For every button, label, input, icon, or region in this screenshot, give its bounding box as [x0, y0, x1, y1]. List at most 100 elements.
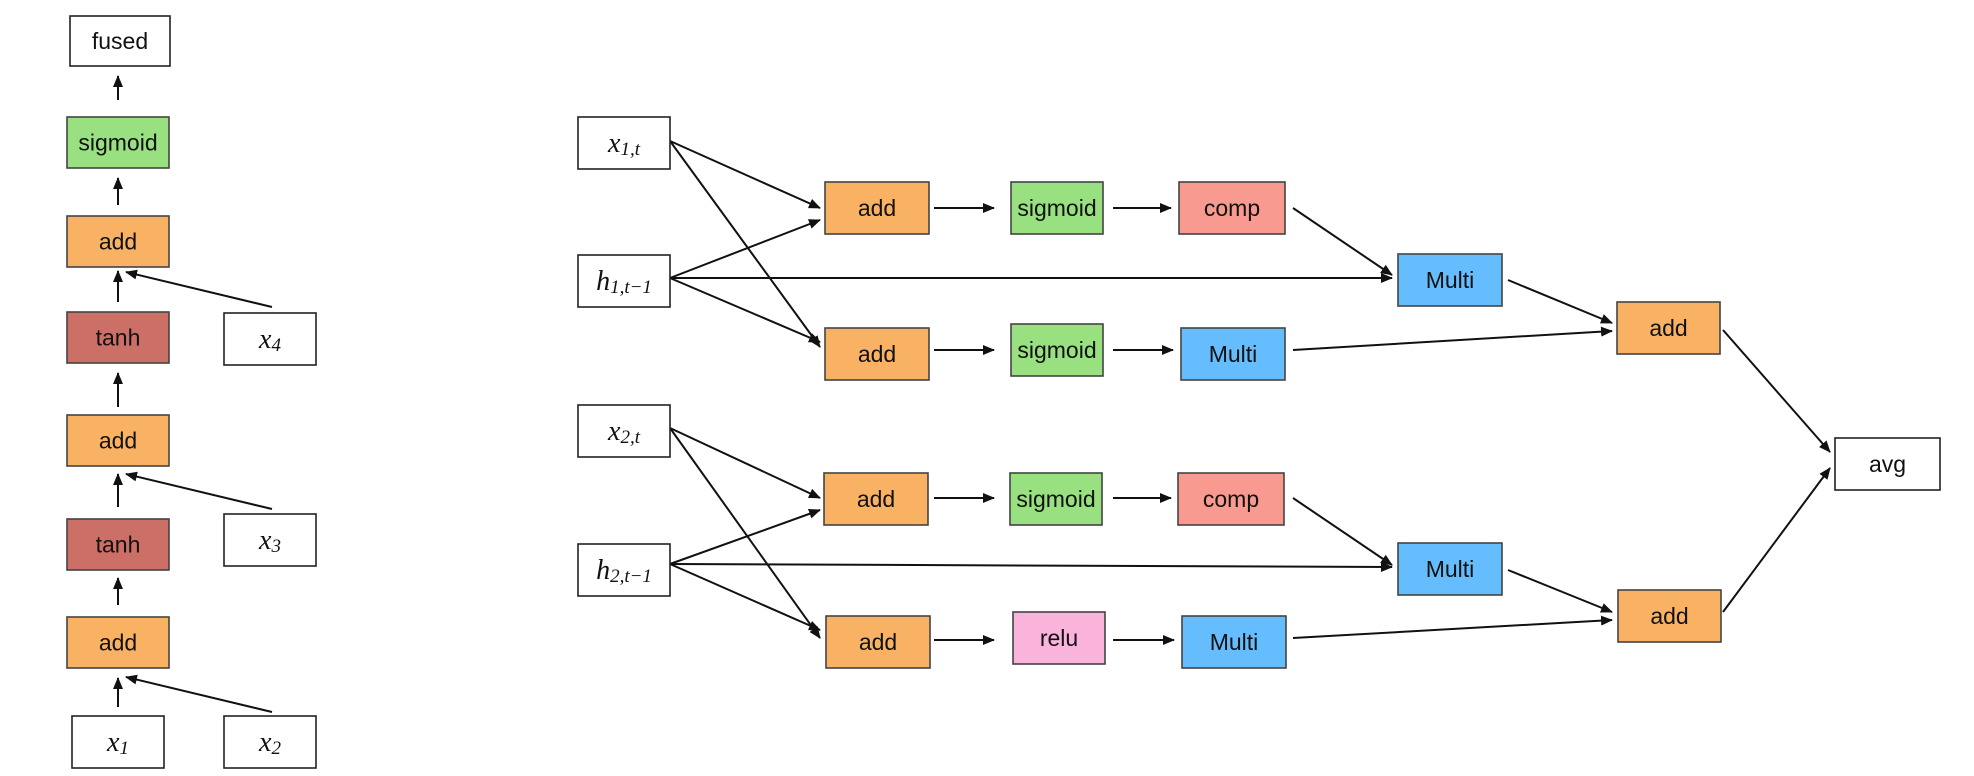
node-label: comp	[1203, 486, 1259, 512]
arrow-edge	[1292, 615, 1613, 639]
node-label: x2	[258, 727, 281, 759]
node-r-x1t: x1,t	[577, 116, 671, 170]
arrow-edge	[669, 277, 821, 343]
node-box	[1012, 611, 1106, 665]
node-r-x2t: x2,t	[577, 404, 671, 458]
node-label: add	[858, 195, 896, 221]
label-subscript: 1,t−1	[610, 277, 652, 298]
arrow-edge	[669, 427, 821, 639]
node-r-b1-add-out: add	[1616, 301, 1721, 355]
node-r-b2-sig: sigmoid	[1009, 472, 1103, 526]
node-box	[1397, 542, 1503, 596]
node-r-b1-add-low: add	[824, 327, 930, 381]
node-l-x1: x1	[71, 715, 165, 769]
node-label: sigmoid	[1017, 195, 1096, 221]
label-subscript: 2,t	[620, 427, 640, 448]
node-box	[1834, 437, 1941, 491]
label-base: h	[596, 266, 610, 297]
label-base: x	[258, 727, 272, 758]
node-box	[1397, 253, 1503, 307]
arrow-edge	[1507, 279, 1613, 324]
node-box	[1616, 301, 1721, 355]
node-l-add-top: add	[66, 215, 170, 268]
node-r-b1-multi: Multi	[1397, 253, 1503, 307]
node-box	[66, 116, 170, 169]
arrow-edge	[1722, 467, 1831, 613]
arrow-edge	[125, 471, 273, 510]
node-r-b2-multi-lo: Multi	[1181, 615, 1287, 669]
arrow-edge	[669, 427, 821, 499]
node-label: sigmoid	[1016, 486, 1095, 512]
node-box	[1617, 589, 1722, 643]
label-subscript: 3	[270, 536, 281, 557]
arrow-edge	[669, 561, 1393, 572]
node-l-tanh-up: tanh	[66, 311, 170, 364]
label-base: x	[607, 128, 621, 159]
arrow-edge	[669, 140, 821, 209]
node-r-b2-comp: comp	[1177, 472, 1285, 526]
node-r-b1-sig-low: sigmoid	[1010, 323, 1104, 377]
arrow-edge	[1292, 326, 1613, 351]
label-subscript: 4	[271, 335, 281, 356]
arrow-edge	[669, 219, 821, 279]
arrow-edge	[669, 140, 821, 348]
node-label: add	[99, 428, 137, 454]
node-label: Multi	[1209, 341, 1258, 367]
node-label: h2,t−1	[596, 555, 652, 587]
label-base: x	[106, 727, 120, 758]
node-r-b2-multi: Multi	[1397, 542, 1503, 596]
node-label: relu	[1040, 625, 1078, 651]
node-r-h2: h2,t−1	[577, 543, 671, 597]
node-box	[1177, 472, 1285, 526]
node-box	[223, 513, 317, 567]
node-label: Multi	[1426, 556, 1475, 582]
node-box	[66, 518, 170, 571]
node-label: sigmoid	[78, 130, 157, 156]
node-r-h1: h1,t−1	[577, 254, 671, 308]
node-l-fused: fused	[69, 15, 171, 67]
node-box	[823, 472, 929, 526]
node-label: avg	[1869, 451, 1906, 477]
node-box	[824, 181, 930, 235]
node-box	[66, 215, 170, 268]
node-box	[1010, 181, 1104, 235]
arrow-edge	[669, 509, 821, 565]
arrow-edge	[669, 563, 821, 631]
node-l-x3: x3	[223, 513, 317, 567]
label-base: x	[258, 525, 272, 556]
node-l-add-bot: add	[66, 616, 170, 669]
node-label: fused	[92, 28, 148, 54]
node-label: Multi	[1426, 267, 1475, 293]
diagram-edges	[113, 75, 1831, 713]
node-label: add	[99, 229, 137, 255]
node-box	[1181, 615, 1287, 669]
node-box	[577, 116, 671, 170]
node-box	[69, 15, 171, 67]
node-box	[1010, 323, 1104, 377]
node-label: add	[1649, 315, 1687, 341]
arrow-edge	[1722, 329, 1831, 453]
node-box	[1178, 181, 1286, 235]
label-base: x	[607, 416, 621, 447]
node-box	[66, 311, 170, 364]
node-r-b1-multi-lo: Multi	[1180, 327, 1286, 381]
node-label: add	[858, 341, 896, 367]
label-base: x	[258, 324, 272, 355]
node-label: comp	[1204, 195, 1260, 221]
node-label: tanh	[96, 325, 141, 351]
label-subscript: 2	[271, 738, 281, 759]
node-box	[223, 715, 317, 769]
node-label: x4	[258, 324, 281, 356]
node-label: add	[99, 630, 137, 656]
node-l-x2: x2	[223, 715, 317, 769]
node-r-b2-add-low: add	[825, 615, 931, 669]
node-box	[577, 404, 671, 458]
arrow-edge	[1292, 207, 1393, 276]
arrow-edge	[125, 269, 273, 308]
node-label: Multi	[1210, 629, 1259, 655]
node-box	[1009, 472, 1103, 526]
node-l-sigmoid: sigmoid	[66, 116, 170, 169]
node-label: x1	[106, 727, 129, 759]
node-r-b1-sig-top: sigmoid	[1010, 181, 1104, 235]
